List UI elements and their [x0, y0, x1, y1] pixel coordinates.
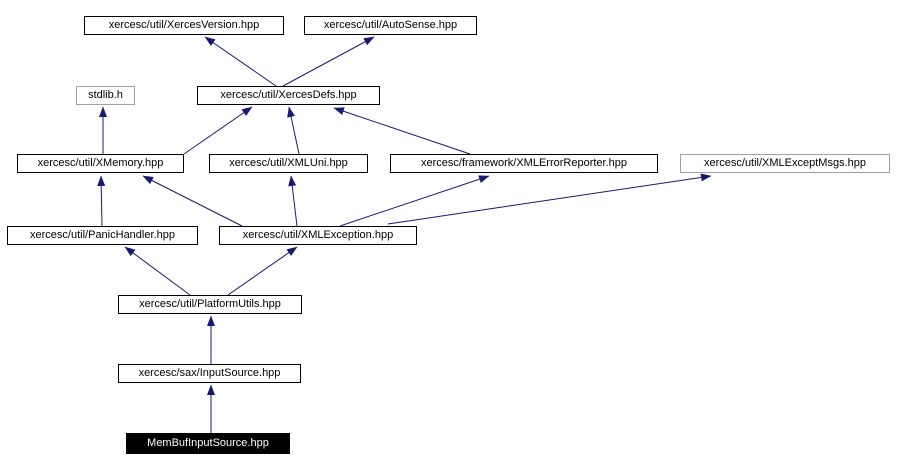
node-membuf-input-source: MemBufInputSource.hpp [126, 433, 290, 454]
node-auto-sense[interactable]: xercesc/util/AutoSense.hpp [304, 16, 477, 35]
edge-platform-utils-to-xml-exception [227, 246, 298, 296]
edge-xml-exception-to-xml-except-msgs [387, 173, 712, 225]
node-xerces-defs[interactable]: xercesc/util/XercesDefs.hpp [197, 86, 380, 105]
edge-xerces-defs-to-xerces-version [204, 36, 277, 87]
node-input-source[interactable]: xercesc/sax/InputSource.hpp [118, 364, 301, 383]
node-xml-error-reporter[interactable]: xercesc/framework/XMLErrorReporter.hpp [390, 154, 658, 173]
node-stdlib: stdlib.h [76, 86, 135, 105]
node-xmluni[interactable]: xercesc/util/XMLUni.hpp [209, 154, 368, 173]
edge-xmemory-to-xerces-defs [183, 106, 253, 155]
edge-panic-handler-to-xmemory [97, 175, 106, 227]
edge-platform-utils-to-panic-handler [124, 246, 191, 296]
edge-xml-exception-to-xmluni [288, 175, 298, 227]
node-xmemory[interactable]: xercesc/util/XMemory.hpp [17, 154, 184, 173]
node-xml-exception[interactable]: xercesc/util/XMLException.hpp [219, 226, 417, 245]
edge-xmluni-to-xerces-defs [287, 106, 300, 155]
edge-xml-exception-to-xmemory [142, 175, 243, 227]
edge-xml-exception-to-xml-error-reporter [339, 175, 490, 227]
node-panic-handler[interactable]: xercesc/util/PanicHandler.hpp [7, 226, 198, 245]
node-xerces-version[interactable]: xercesc/util/XercesVersion.hpp [84, 16, 284, 35]
node-platform-utils[interactable]: xercesc/util/PlatformUtils.hpp [118, 295, 302, 314]
node-xml-except-msgs: xercesc/util/XMLExceptMsgs.hpp [680, 154, 890, 173]
edge-xerces-defs-to-auto-sense [282, 36, 375, 87]
edge-xml-error-reporter-to-xerces-defs [333, 107, 471, 155]
